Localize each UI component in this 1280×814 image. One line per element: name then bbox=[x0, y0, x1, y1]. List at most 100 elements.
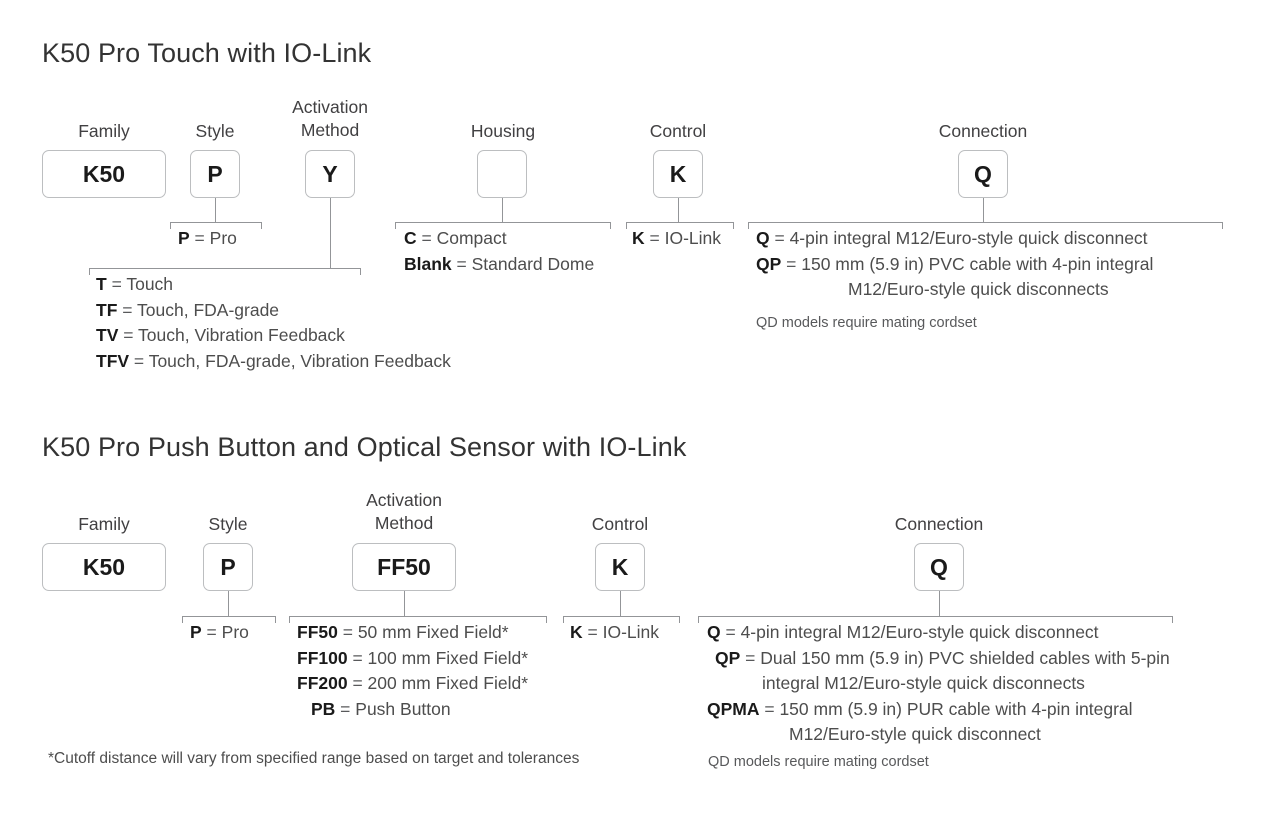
legend-row: K = IO-Link bbox=[570, 622, 659, 642]
legend-row: T = Touch bbox=[96, 274, 174, 294]
connector-bracket-control bbox=[626, 222, 734, 223]
legend-key: T bbox=[96, 274, 107, 294]
legend-row: FF200 = 200 mm Fixed Field* bbox=[297, 673, 529, 693]
code-box-family[interactable]: K50 bbox=[42, 543, 166, 591]
legend-activation-method: T = Touch TF = Touch, FDA-grade TV = Tou… bbox=[96, 272, 451, 374]
legend-row: P = Pro bbox=[178, 228, 237, 248]
connector-tick-activation-left bbox=[289, 616, 290, 623]
code-box-control[interactable]: K bbox=[595, 543, 645, 591]
connector-tick-activation-right bbox=[360, 268, 361, 275]
connector-tick-connection-right bbox=[1172, 616, 1173, 623]
legend-row: C = Compact bbox=[404, 228, 507, 248]
legend-row: Q = 4-pin integral M12/Euro-style quick … bbox=[756, 228, 1148, 248]
connector-tick-connection-right bbox=[1222, 222, 1223, 229]
section-title: K50 Pro Touch with IO-Link bbox=[42, 38, 372, 68]
connector-tick-activation-left bbox=[89, 268, 90, 275]
connector-tick-style-left bbox=[182, 616, 183, 623]
legend-row: Blank = Standard Dome bbox=[404, 253, 595, 274]
legend-value-continuation: integral M12/Euro-style quick disconnect… bbox=[762, 673, 1085, 693]
legend-key: Q bbox=[707, 622, 721, 642]
connector-tick-style-right bbox=[275, 616, 276, 623]
connector-stem-control bbox=[678, 198, 679, 222]
legend-key: FF50 bbox=[297, 622, 338, 642]
connector-stem-style bbox=[228, 591, 229, 616]
column-header-family: Family bbox=[78, 121, 130, 141]
connector-stem-housing bbox=[502, 198, 503, 222]
connector-tick-control-right bbox=[733, 222, 734, 229]
code-box-family[interactable]: K50 bbox=[42, 150, 166, 198]
legend-value: Touch, FDA-grade, Vibration Feedback bbox=[148, 350, 451, 371]
column-header-connection: Connection bbox=[894, 514, 984, 534]
connector-bracket-control bbox=[563, 616, 680, 617]
section-title: K50 Pro Push Button and Optical Sensor w… bbox=[42, 432, 687, 462]
legend-value-continuation: M12/Euro-style quick disconnects bbox=[848, 279, 1109, 299]
code-box-activation-method[interactable]: FF50 bbox=[352, 543, 456, 591]
code-box-style[interactable]: P bbox=[203, 543, 253, 591]
legend-key: QP bbox=[756, 253, 782, 274]
code-box-activation-method[interactable]: Y bbox=[305, 150, 355, 198]
column-header-activation-method: Activation Method bbox=[292, 97, 368, 140]
legend-value-continuation: M12/Euro-style quick disconnect bbox=[789, 724, 1041, 744]
legend-value: Standard Dome bbox=[471, 253, 595, 274]
legend-key: QPMA bbox=[707, 698, 760, 719]
legend-connection: Q = 4-pin integral M12/Euro-style quick … bbox=[756, 226, 1153, 303]
legend-row: QP = Dual 150 mm (5.9 in) PVC shielded c… bbox=[715, 647, 1170, 668]
legend-key: PB bbox=[311, 698, 336, 719]
column-header-family: Family bbox=[78, 514, 130, 534]
legend-control: K = IO-Link bbox=[570, 620, 659, 646]
connector-tick-housing-left bbox=[395, 222, 396, 229]
legend-value: Touch bbox=[126, 274, 174, 294]
column-header-control: Control bbox=[649, 121, 707, 141]
legend-value: Compact bbox=[436, 228, 507, 248]
legend-value: Push Button bbox=[355, 698, 451, 719]
legend-connection: Q = 4-pin integral M12/Euro-style quick … bbox=[707, 620, 1170, 748]
legend-row: QP = 150 mm (5.9 in) PVC cable with 4-pi… bbox=[756, 253, 1154, 274]
column-header-style: Style bbox=[195, 121, 235, 141]
legend-row-continuation: M12/Euro-style quick disconnects bbox=[756, 277, 1153, 303]
code-box-connection[interactable]: Q bbox=[914, 543, 964, 591]
legend-key: Q bbox=[756, 228, 770, 248]
legend-key: C bbox=[404, 228, 417, 248]
connector-stem-control bbox=[620, 591, 621, 616]
column-header-housing: Housing bbox=[470, 121, 536, 141]
legend-key: TF bbox=[96, 299, 118, 320]
legend-row: TF = Touch, FDA-grade bbox=[96, 299, 280, 320]
connector-tick-activation-right bbox=[546, 616, 547, 623]
connector-stem-style bbox=[215, 198, 216, 222]
legend-style: P = Pro bbox=[178, 226, 237, 252]
legend-key: FF100 bbox=[297, 647, 348, 668]
legend-row: FF100 = 100 mm Fixed Field* bbox=[297, 647, 529, 668]
legend-control: K = IO-Link bbox=[632, 226, 721, 252]
legend-row: Q = 4-pin integral M12/Euro-style quick … bbox=[707, 622, 1099, 642]
code-box-connection[interactable]: Q bbox=[958, 150, 1008, 198]
note-connection: QD models require mating cordset bbox=[756, 315, 977, 331]
column-header-connection: Connection bbox=[938, 121, 1028, 141]
connector-tick-control-right bbox=[679, 616, 680, 623]
connector-tick-housing-right bbox=[610, 222, 611, 229]
legend-activation-method: FF50 = 50 mm Fixed Field* FF100 = 100 mm… bbox=[297, 620, 528, 722]
connector-bracket-housing bbox=[395, 222, 611, 223]
legend-value: 4-pin integral M12/Euro-style quick disc… bbox=[740, 622, 1099, 642]
legend-row: K = IO-Link bbox=[632, 228, 721, 248]
connector-stem-connection bbox=[939, 591, 940, 616]
column-header-control: Control bbox=[591, 514, 649, 534]
column-header-activation-method: Activation Method bbox=[366, 490, 442, 533]
connector-tick-connection-left bbox=[748, 222, 749, 229]
legend-value: 100 mm Fixed Field* bbox=[367, 647, 529, 668]
legend-key: TFV bbox=[96, 350, 130, 371]
connector-bracket-activation-method bbox=[289, 616, 547, 617]
code-box-housing[interactable] bbox=[477, 150, 527, 198]
code-box-style[interactable]: P bbox=[190, 150, 240, 198]
column-header-style: Style bbox=[208, 514, 248, 534]
connector-bracket-style bbox=[170, 222, 262, 223]
footnote-activation-method: *Cutoff distance will vary from specifie… bbox=[48, 750, 580, 767]
legend-row-continuation: M12/Euro-style quick disconnect bbox=[707, 722, 1170, 748]
connector-bracket-style bbox=[182, 616, 276, 617]
legend-key: FF200 bbox=[297, 673, 348, 693]
code-box-control[interactable]: K bbox=[653, 150, 703, 198]
legend-row: TFV = Touch, FDA-grade, Vibration Feedba… bbox=[96, 350, 451, 371]
legend-value: 4-pin integral M12/Euro-style quick disc… bbox=[789, 228, 1148, 248]
legend-row: FF50 = 50 mm Fixed Field* bbox=[297, 622, 509, 642]
legend-value: 50 mm Fixed Field* bbox=[357, 622, 509, 642]
legend-key: K bbox=[632, 228, 645, 248]
